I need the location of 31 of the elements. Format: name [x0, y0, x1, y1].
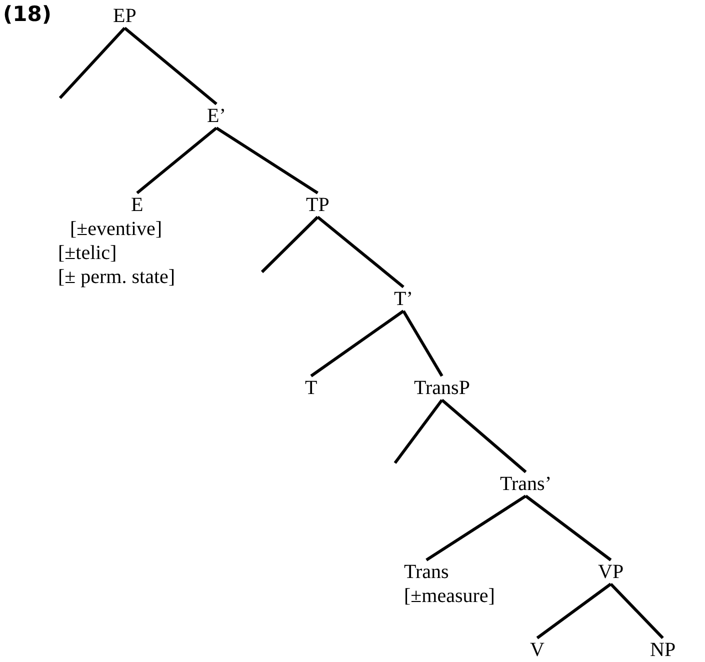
tree-branch	[316, 216, 404, 288]
example-number: (18)	[3, 2, 52, 26]
category-label: Trans’	[500, 472, 552, 496]
category-label: TransP	[414, 376, 470, 400]
tree-branch	[124, 26, 218, 106]
tree-branch	[310, 310, 404, 378]
category-label: TP	[306, 193, 330, 217]
category-label: EP	[113, 4, 136, 28]
feature-label: [±telic]	[58, 241, 117, 265]
tree-branch	[536, 582, 612, 640]
feature-label: [±measure]	[404, 584, 495, 608]
tree-branch	[136, 126, 218, 194]
category-label: E	[131, 193, 144, 217]
tree-branch	[260, 216, 319, 274]
feature-label: [±eventive]	[70, 217, 162, 241]
category-label: E’	[207, 104, 226, 128]
category-label: T	[305, 376, 318, 400]
category-label: VP	[598, 560, 624, 584]
tree-branch	[216, 126, 318, 194]
tree-branch	[394, 399, 444, 464]
tree-branch	[58, 26, 126, 100]
tree-branch	[524, 494, 612, 562]
tree-branch	[402, 310, 444, 377]
category-label: V	[530, 638, 544, 662]
category-label: NP	[650, 638, 676, 662]
category-label: Trans	[404, 560, 449, 584]
tree-branch	[610, 582, 664, 640]
tree-branch	[441, 398, 527, 474]
feature-label: [± perm. state]	[58, 265, 176, 289]
tree-branch	[426, 494, 527, 562]
category-label: T’	[394, 287, 413, 311]
